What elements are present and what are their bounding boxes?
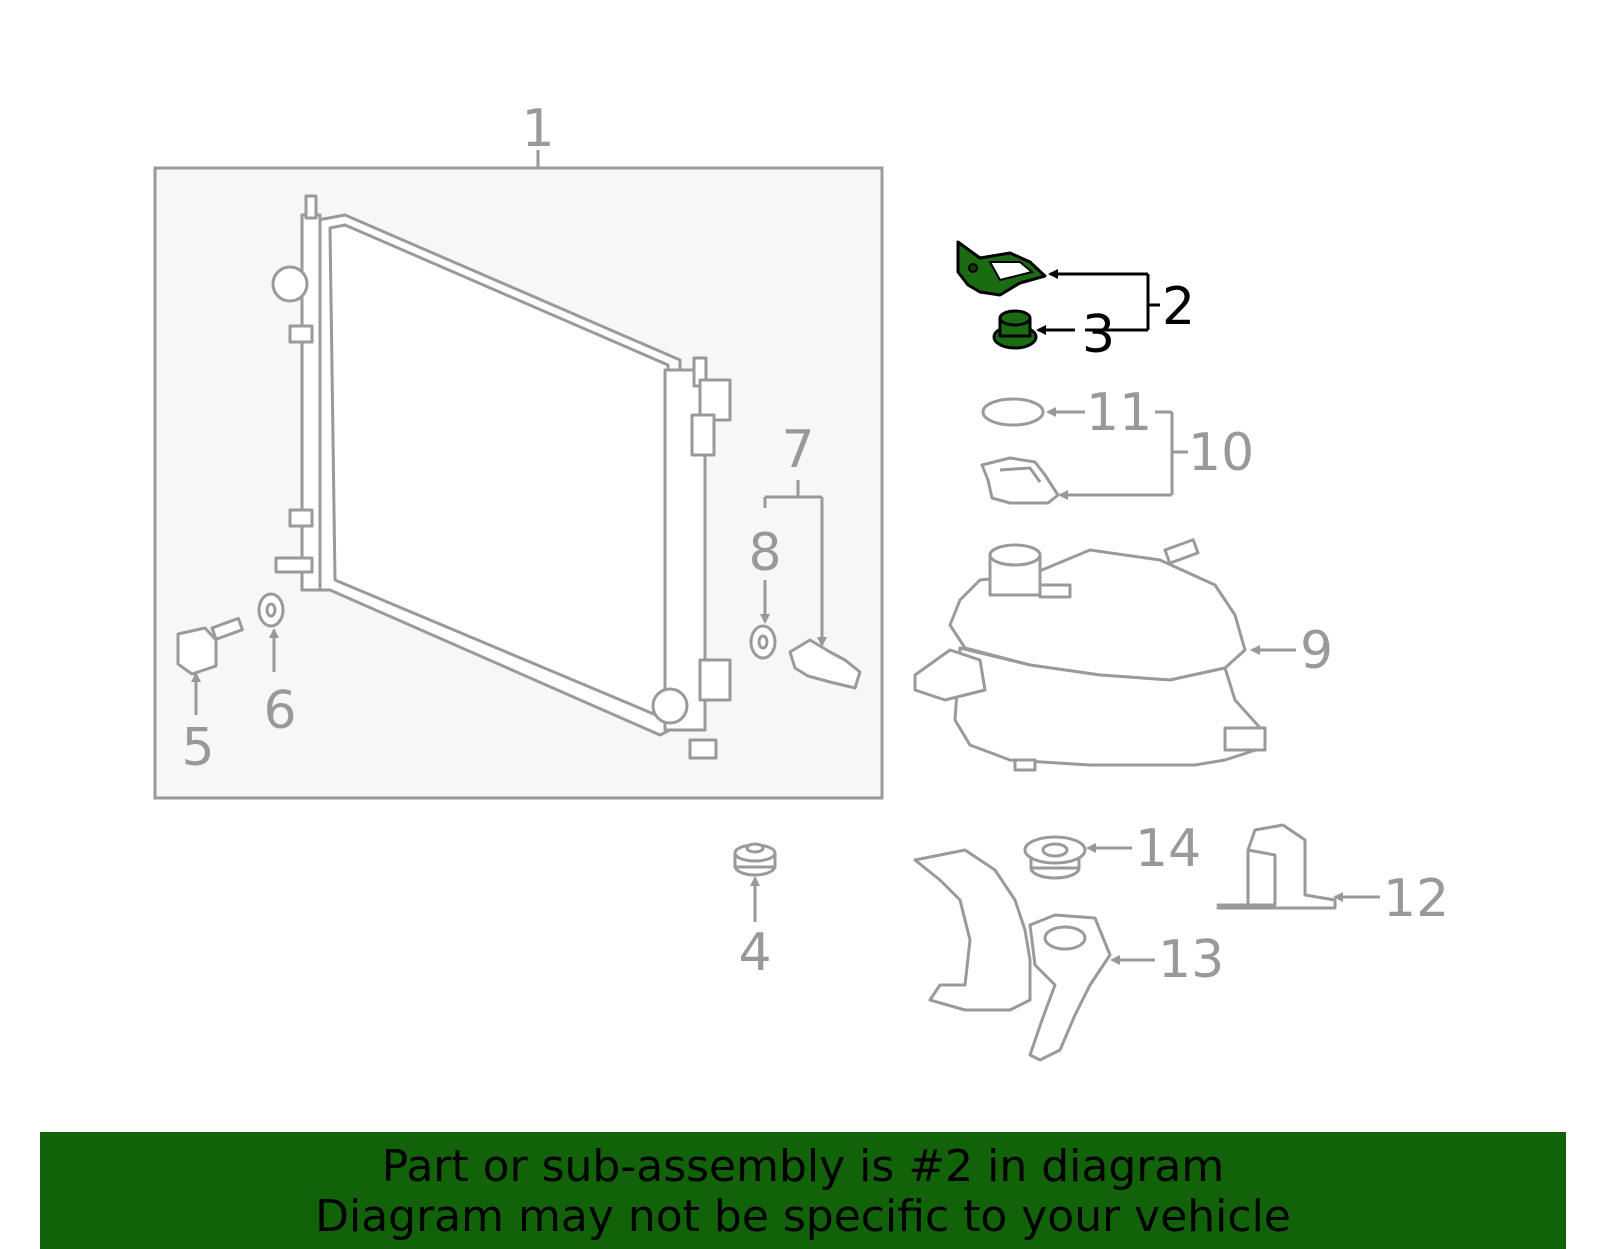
callout-7: 7 [781, 420, 814, 480]
o-ring-part-6 [257, 592, 285, 628]
callout-10: 10 [1188, 423, 1254, 483]
callout-8: 8 [748, 523, 781, 583]
callout-13: 13 [1158, 930, 1224, 990]
reservoir-cap-part-10 [980, 456, 1060, 505]
drain-cock-part [176, 616, 244, 676]
callout-3: 3 [1082, 305, 1115, 365]
callout-5: 5 [181, 718, 214, 778]
leader-lines [191, 407, 1380, 965]
radiator-core [271, 194, 732, 760]
callout-labels: 1 2 3 11 10 7 8 9 6 5 14 12 4 13 [181, 99, 1449, 990]
info-banner: Part or sub-assembly is #2 in diagram Di… [40, 1132, 1566, 1249]
callout-14: 14 [1135, 819, 1201, 879]
callout-11: 11 [1086, 383, 1152, 443]
callout-1: 1 [521, 99, 554, 159]
o-ring-part-11 [981, 397, 1045, 427]
callout-9: 9 [1300, 621, 1333, 681]
callout-6: 6 [263, 681, 296, 741]
callout-4: 4 [738, 923, 771, 983]
coolant-reservoir-part-9 [913, 538, 1267, 772]
callout-12: 12 [1383, 869, 1449, 929]
callout-2: 2 [1162, 277, 1195, 337]
gasket-part-8 [749, 624, 777, 660]
bracket-part-13 [913, 848, 1112, 1062]
grommet-part-3 [992, 309, 1038, 350]
banner-line-2: Diagram may not be specific to your vehi… [315, 1191, 1291, 1242]
grommet-part-14 [1023, 835, 1087, 880]
banner-line-1: Part or sub-assembly is #2 in diagram [381, 1141, 1225, 1192]
bracket-part-2 [956, 240, 1047, 297]
leader-lines-active [1036, 269, 1160, 335]
grommet-part-4 [733, 842, 777, 877]
bracket-part-12 [1216, 823, 1337, 910]
